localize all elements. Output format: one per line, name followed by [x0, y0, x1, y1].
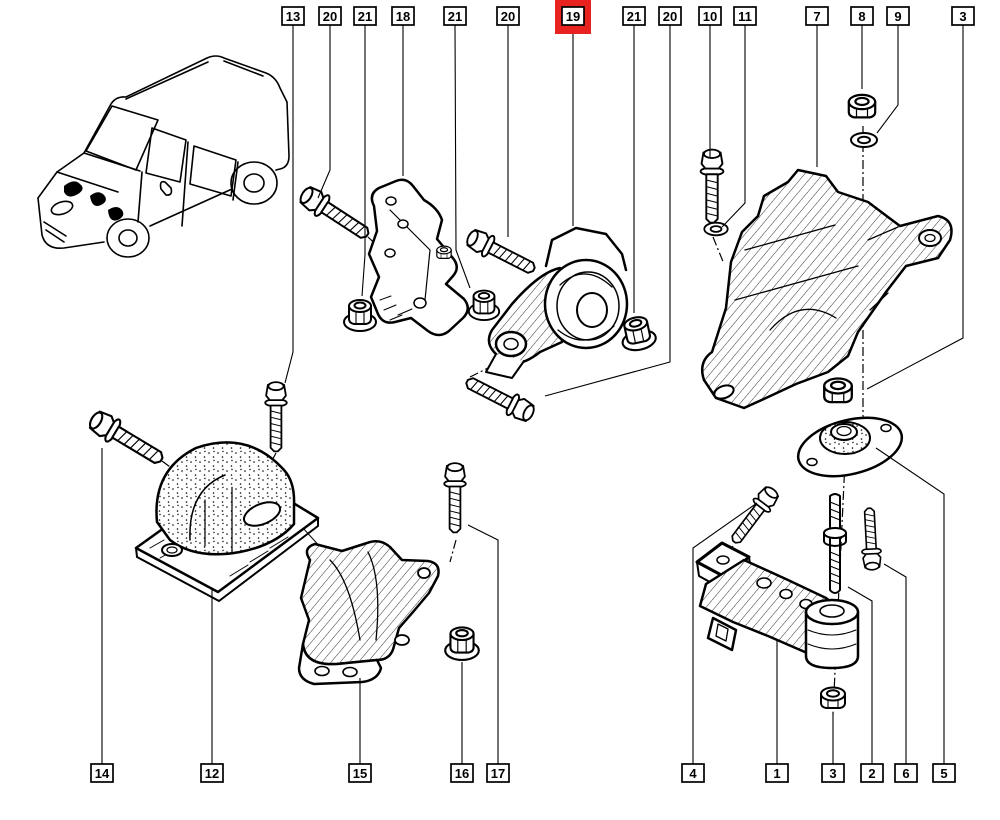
callout-bottom-5[interactable]: 5 [875, 447, 956, 783]
part-21-nut-center [467, 289, 501, 321]
callout-bottom-6[interactable]: 6 [883, 563, 918, 783]
callout-bottom-14[interactable]: 14 [90, 448, 114, 783]
part-8-nut [847, 93, 877, 119]
callout-bottom-4[interactable]: 4 [681, 502, 758, 783]
callout-top-11[interactable]: 11 [721, 6, 757, 228]
callout-top-9[interactable]: 9 [876, 6, 910, 134]
svg-text:10: 10 [703, 9, 717, 24]
svg-text:16: 16 [455, 766, 469, 781]
svg-text:21: 21 [358, 9, 372, 24]
callout-bottom-15[interactable]: 15 [348, 678, 372, 783]
svg-text:2: 2 [868, 766, 875, 781]
svg-text:1: 1 [773, 766, 780, 781]
part-10-bolt [699, 148, 725, 224]
callout-top-8[interactable]: 8 [850, 6, 874, 89]
part-17-bolt [443, 462, 467, 534]
svg-text:6: 6 [902, 766, 909, 781]
svg-text:18: 18 [396, 9, 410, 24]
part-21-nut-left [343, 299, 377, 332]
svg-text:21: 21 [627, 9, 641, 24]
part-18-bracket-plate [367, 178, 469, 337]
svg-text:4: 4 [689, 766, 697, 781]
svg-text:5: 5 [940, 766, 947, 781]
part-14-bolt [84, 406, 169, 472]
part-19-torque-link-mount [485, 226, 629, 379]
svg-text:9: 9 [894, 9, 901, 24]
part-9-washer [850, 132, 878, 148]
part-16-nut [444, 626, 480, 662]
callout-bottom-3[interactable]: 3 [821, 713, 845, 783]
callout-top-20c[interactable]: 20 [544, 6, 682, 397]
svg-text:3: 3 [829, 766, 836, 781]
svg-text:20: 20 [501, 9, 515, 24]
svg-text:8: 8 [858, 9, 865, 24]
part-3-nut-upper [823, 377, 853, 404]
part-20-bolt-lower [461, 370, 539, 426]
part-2-stud [823, 493, 847, 594]
callout-top-21c[interactable]: 21 [622, 6, 646, 313]
callout-bottom-2[interactable]: 2 [847, 586, 884, 783]
part-3-nut-lower [820, 686, 846, 709]
part-20-bolt-upper-left [295, 181, 375, 247]
svg-text:13: 13 [286, 9, 300, 24]
svg-text:11: 11 [738, 9, 752, 24]
callout-bottom-17[interactable]: 17 [467, 524, 510, 783]
part-12-rubber-damper-mount [134, 441, 320, 602]
callout-top-19-highlighted[interactable]: 19 [555, 0, 591, 226]
svg-text:12: 12 [205, 766, 219, 781]
svg-text:17: 17 [491, 766, 505, 781]
svg-text:7: 7 [813, 9, 820, 24]
svg-text:15: 15 [353, 766, 367, 781]
part-13-bolt [264, 381, 288, 453]
svg-text:20: 20 [323, 9, 337, 24]
callout-bottom-16[interactable]: 16 [450, 662, 474, 783]
callout-top-21b[interactable]: 21 [443, 6, 471, 289]
callouts-top: 13 20 21 18 21 20 [281, 0, 975, 397]
part-6-bolt [858, 506, 883, 572]
svg-text:14: 14 [95, 766, 110, 781]
callout-top-7[interactable]: 7 [805, 6, 829, 167]
svg-text:3: 3 [959, 9, 966, 24]
callout-top-21a[interactable]: 21 [353, 6, 377, 297]
callout-bottom-1[interactable]: 1 [765, 640, 789, 783]
part-5-mount-plate [796, 416, 904, 478]
callout-top-18[interactable]: 18 [391, 6, 415, 176]
callout-top-3[interactable]: 3 [866, 6, 975, 390]
svg-text:20: 20 [663, 9, 677, 24]
part-7-engine-mount-bracket [701, 168, 953, 410]
part-20-bolt-center [462, 225, 540, 281]
svg-text:19: 19 [566, 9, 580, 24]
callout-bottom-12[interactable]: 12 [200, 588, 224, 783]
part-15-gearbox-mount-bracket-upper [297, 539, 440, 686]
part-1-gearbox-mount-bracket [695, 541, 860, 670]
callout-top-20a[interactable]: 20 [317, 6, 342, 199]
svg-text:21: 21 [448, 9, 462, 24]
callout-top-10[interactable]: 10 [698, 6, 722, 157]
part-4-bolt [725, 482, 783, 549]
callouts-bottom: 14 12 15 16 17 4 1 [90, 447, 956, 783]
callout-top-13[interactable]: 13 [281, 6, 305, 384]
callout-top-20b[interactable]: 20 [496, 6, 520, 237]
van-illustration [37, 55, 290, 258]
